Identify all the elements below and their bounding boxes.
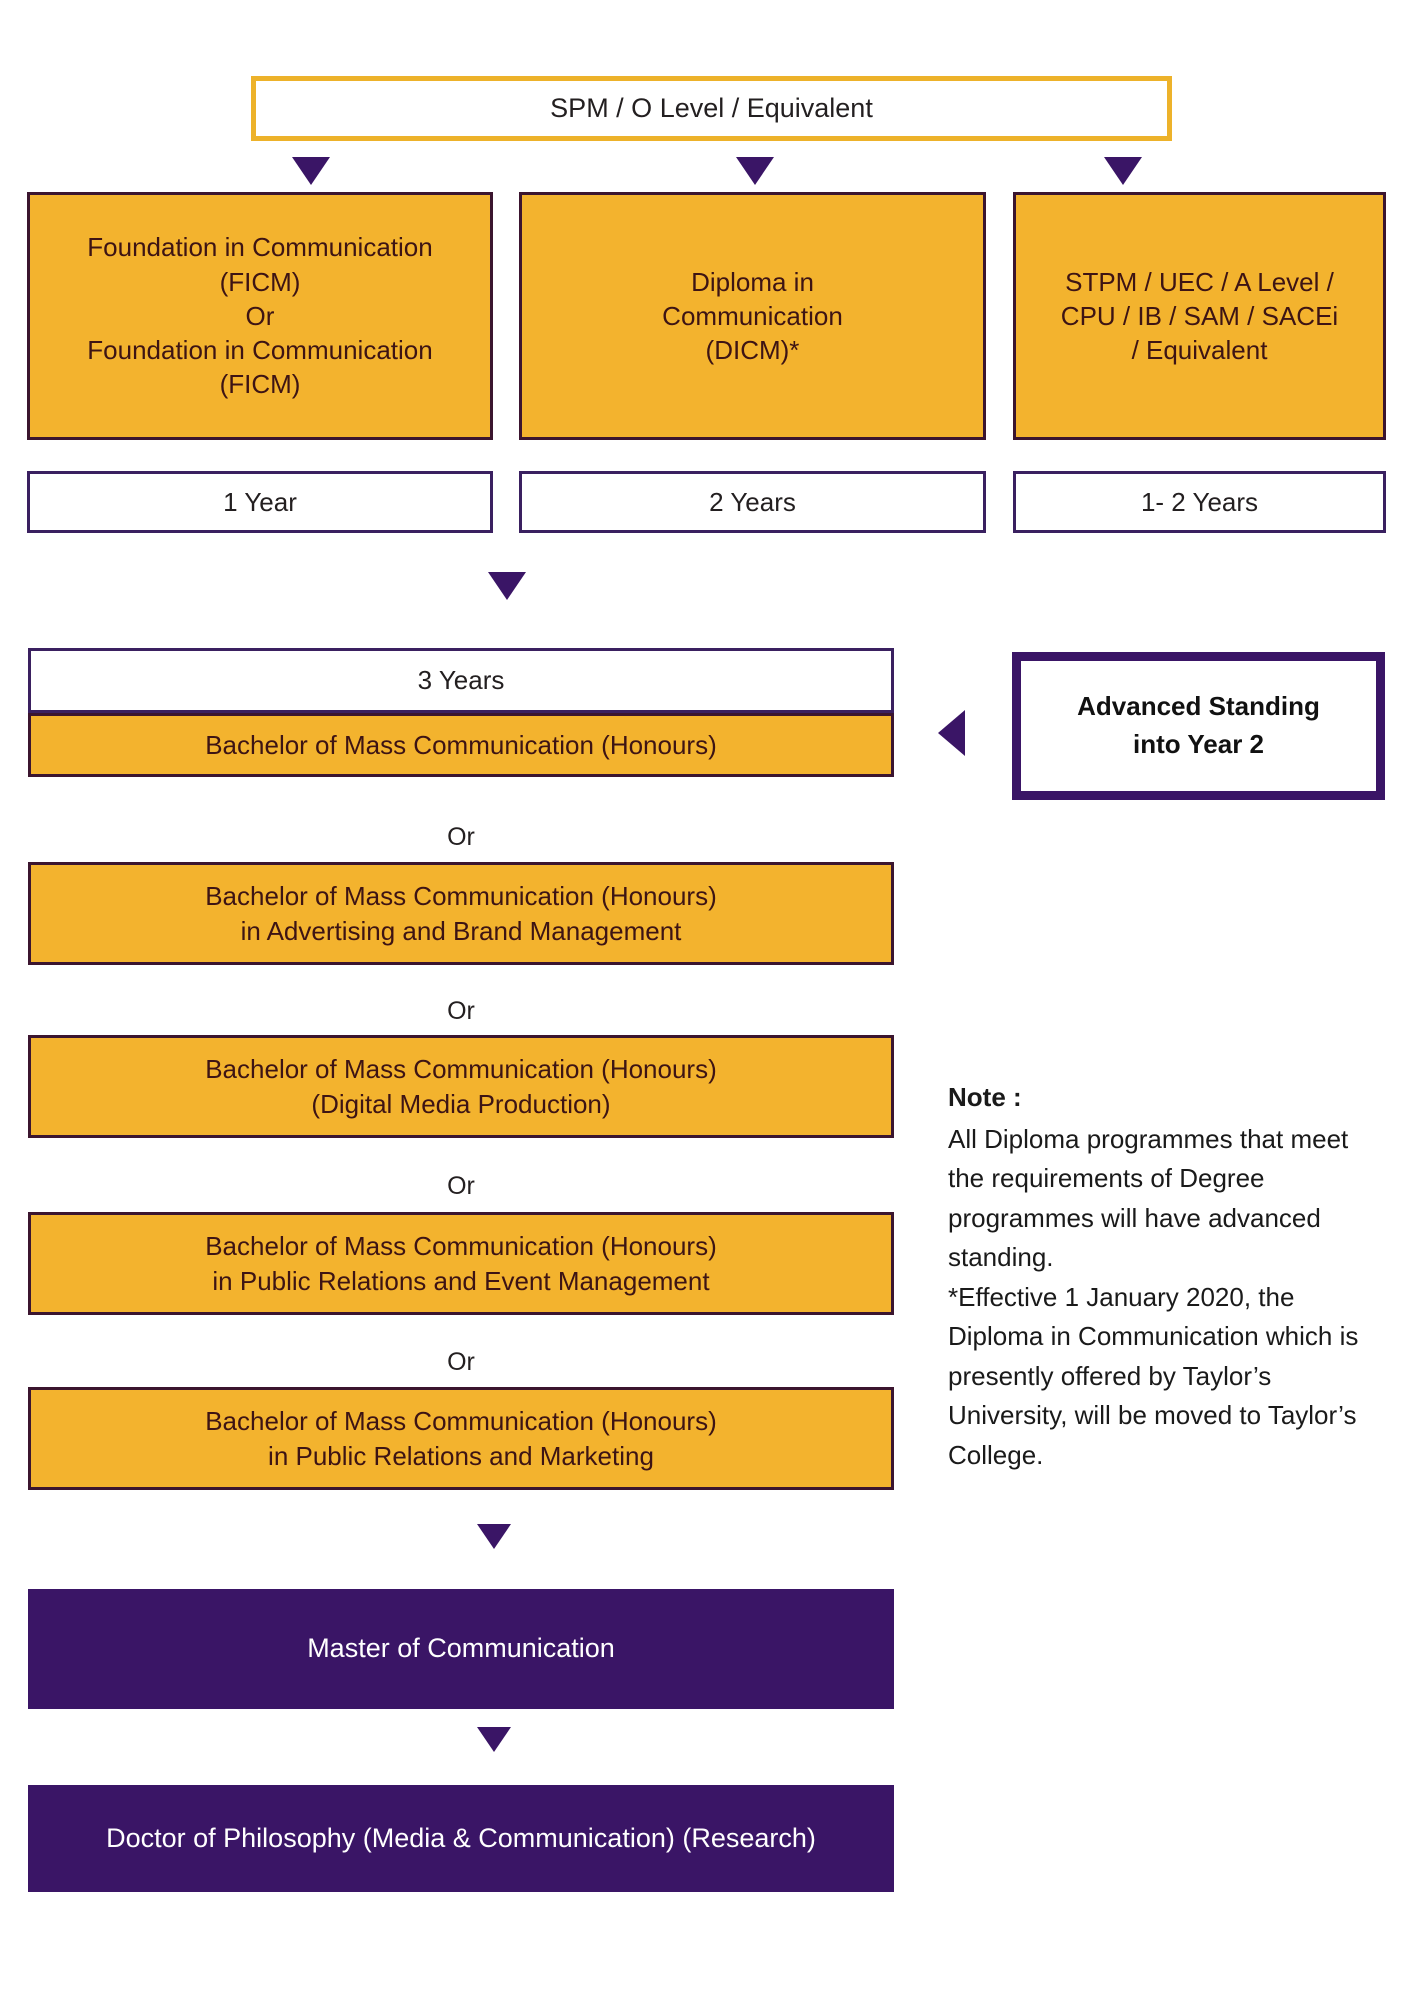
degree-option-line: Bachelor of Mass Communication (Honours) xyxy=(205,1231,717,1262)
degree-option-line: in Advertising and Brand Management xyxy=(240,915,682,946)
degree-duration-label: 3 Years xyxy=(417,665,505,696)
pathway-line: CPU / IB / SAM / SACEi xyxy=(1060,300,1339,331)
degree-option-box-3: Bachelor of Mass Communication (Honours)… xyxy=(28,1035,894,1138)
degree-option-line: Bachelor of Mass Communication (Honours) xyxy=(205,729,717,760)
advanced-standing-line-1: Advanced Standing xyxy=(1077,691,1320,722)
pathway-line: Or xyxy=(245,300,275,331)
entry-requirement-label: SPM / O Level / Equivalent xyxy=(550,92,873,123)
phd-degree-label: Doctor of Philosophy (Media & Communicat… xyxy=(106,1822,816,1853)
duration-label: 1 Year xyxy=(223,486,297,517)
note-title: Note : xyxy=(948,1082,1022,1112)
pathway-box-foundation: Foundation in Communication (FICM) Or Fo… xyxy=(27,192,493,440)
pathway-line: (DICM)* xyxy=(705,335,800,366)
advanced-standing-line-2: into Year 2 xyxy=(1132,729,1264,759)
arrow-degree-to-master xyxy=(477,1524,511,1549)
or-separator-4: Or xyxy=(447,1348,475,1376)
pathway-box-pre-university: STPM / UEC / A Level / CPU / IB / SAM / … xyxy=(1013,192,1386,440)
advanced-standing-box: Advanced Standing into Year 2 xyxy=(1012,652,1385,800)
duration-box-foundation: 1 Year xyxy=(27,471,493,533)
degree-option-line: (Digital Media Production) xyxy=(311,1088,611,1119)
pathway-line: STPM / UEC / A Level / xyxy=(1065,266,1334,297)
arrow-entry-to-foundation xyxy=(292,157,330,185)
degree-option-line: Bachelor of Mass Communication (Honours) xyxy=(205,881,717,912)
arrow-advanced-standing xyxy=(938,710,965,756)
degree-option-line: in Public Relations and Marketing xyxy=(268,1440,654,1471)
note-paragraph-2: *Effective 1 January 2020, the Diploma i… xyxy=(948,1281,1359,1470)
arrow-entry-to-diploma xyxy=(736,157,774,185)
master-degree-box: Master of Communication xyxy=(28,1589,894,1709)
duration-box-pre-university: 1- 2 Years xyxy=(1013,471,1386,533)
degree-option-box-5: Bachelor of Mass Communication (Honours)… xyxy=(28,1387,894,1490)
degree-option-line: in Public Relations and Event Management xyxy=(212,1265,710,1296)
duration-label: 2 Years xyxy=(709,486,796,517)
or-separator-3: Or xyxy=(447,1172,475,1200)
pathway-line: Communication xyxy=(662,300,843,331)
pathway-line: (FICM) xyxy=(219,369,301,400)
duration-label: 1- 2 Years xyxy=(1140,486,1259,517)
degree-option-line: Bachelor of Mass Communication (Honours) xyxy=(205,1406,717,1437)
or-separator-2: Or xyxy=(447,997,475,1025)
degree-duration-box: 3 Years xyxy=(28,648,894,713)
degree-option-box-4: Bachelor of Mass Communication (Honours)… xyxy=(28,1212,894,1315)
duration-box-diploma: 2 Years xyxy=(519,471,986,533)
arrow-master-to-phd xyxy=(477,1727,511,1752)
degree-option-box-2: Bachelor of Mass Communication (Honours)… xyxy=(28,862,894,965)
degree-option-line: Bachelor of Mass Communication (Honours) xyxy=(205,1054,717,1085)
pathway-line: Diploma in xyxy=(691,266,814,297)
master-degree-label: Master of Communication xyxy=(307,1633,615,1664)
pathway-line: (FICM) xyxy=(219,266,301,297)
pathway-line: Foundation in Communication xyxy=(87,232,433,263)
entry-requirement-box: SPM / O Level / Equivalent xyxy=(251,76,1172,141)
note-block: Note : All Diploma programmes that meet … xyxy=(948,1078,1378,1475)
arrow-entry-to-preu xyxy=(1104,157,1142,185)
phd-degree-box: Doctor of Philosophy (Media & Communicat… xyxy=(28,1785,894,1892)
note-paragraph-1: All Diploma programmes that meet the req… xyxy=(948,1123,1349,1273)
pathway-line: / Equivalent xyxy=(1131,335,1268,366)
degree-option-box-1: Bachelor of Mass Communication (Honours) xyxy=(28,713,894,777)
pathway-box-diploma: Diploma in Communication (DICM)* xyxy=(519,192,986,440)
pathway-line: Foundation in Communication xyxy=(87,335,433,366)
or-separator-1: Or xyxy=(447,823,475,851)
arrow-to-degree xyxy=(488,572,526,600)
